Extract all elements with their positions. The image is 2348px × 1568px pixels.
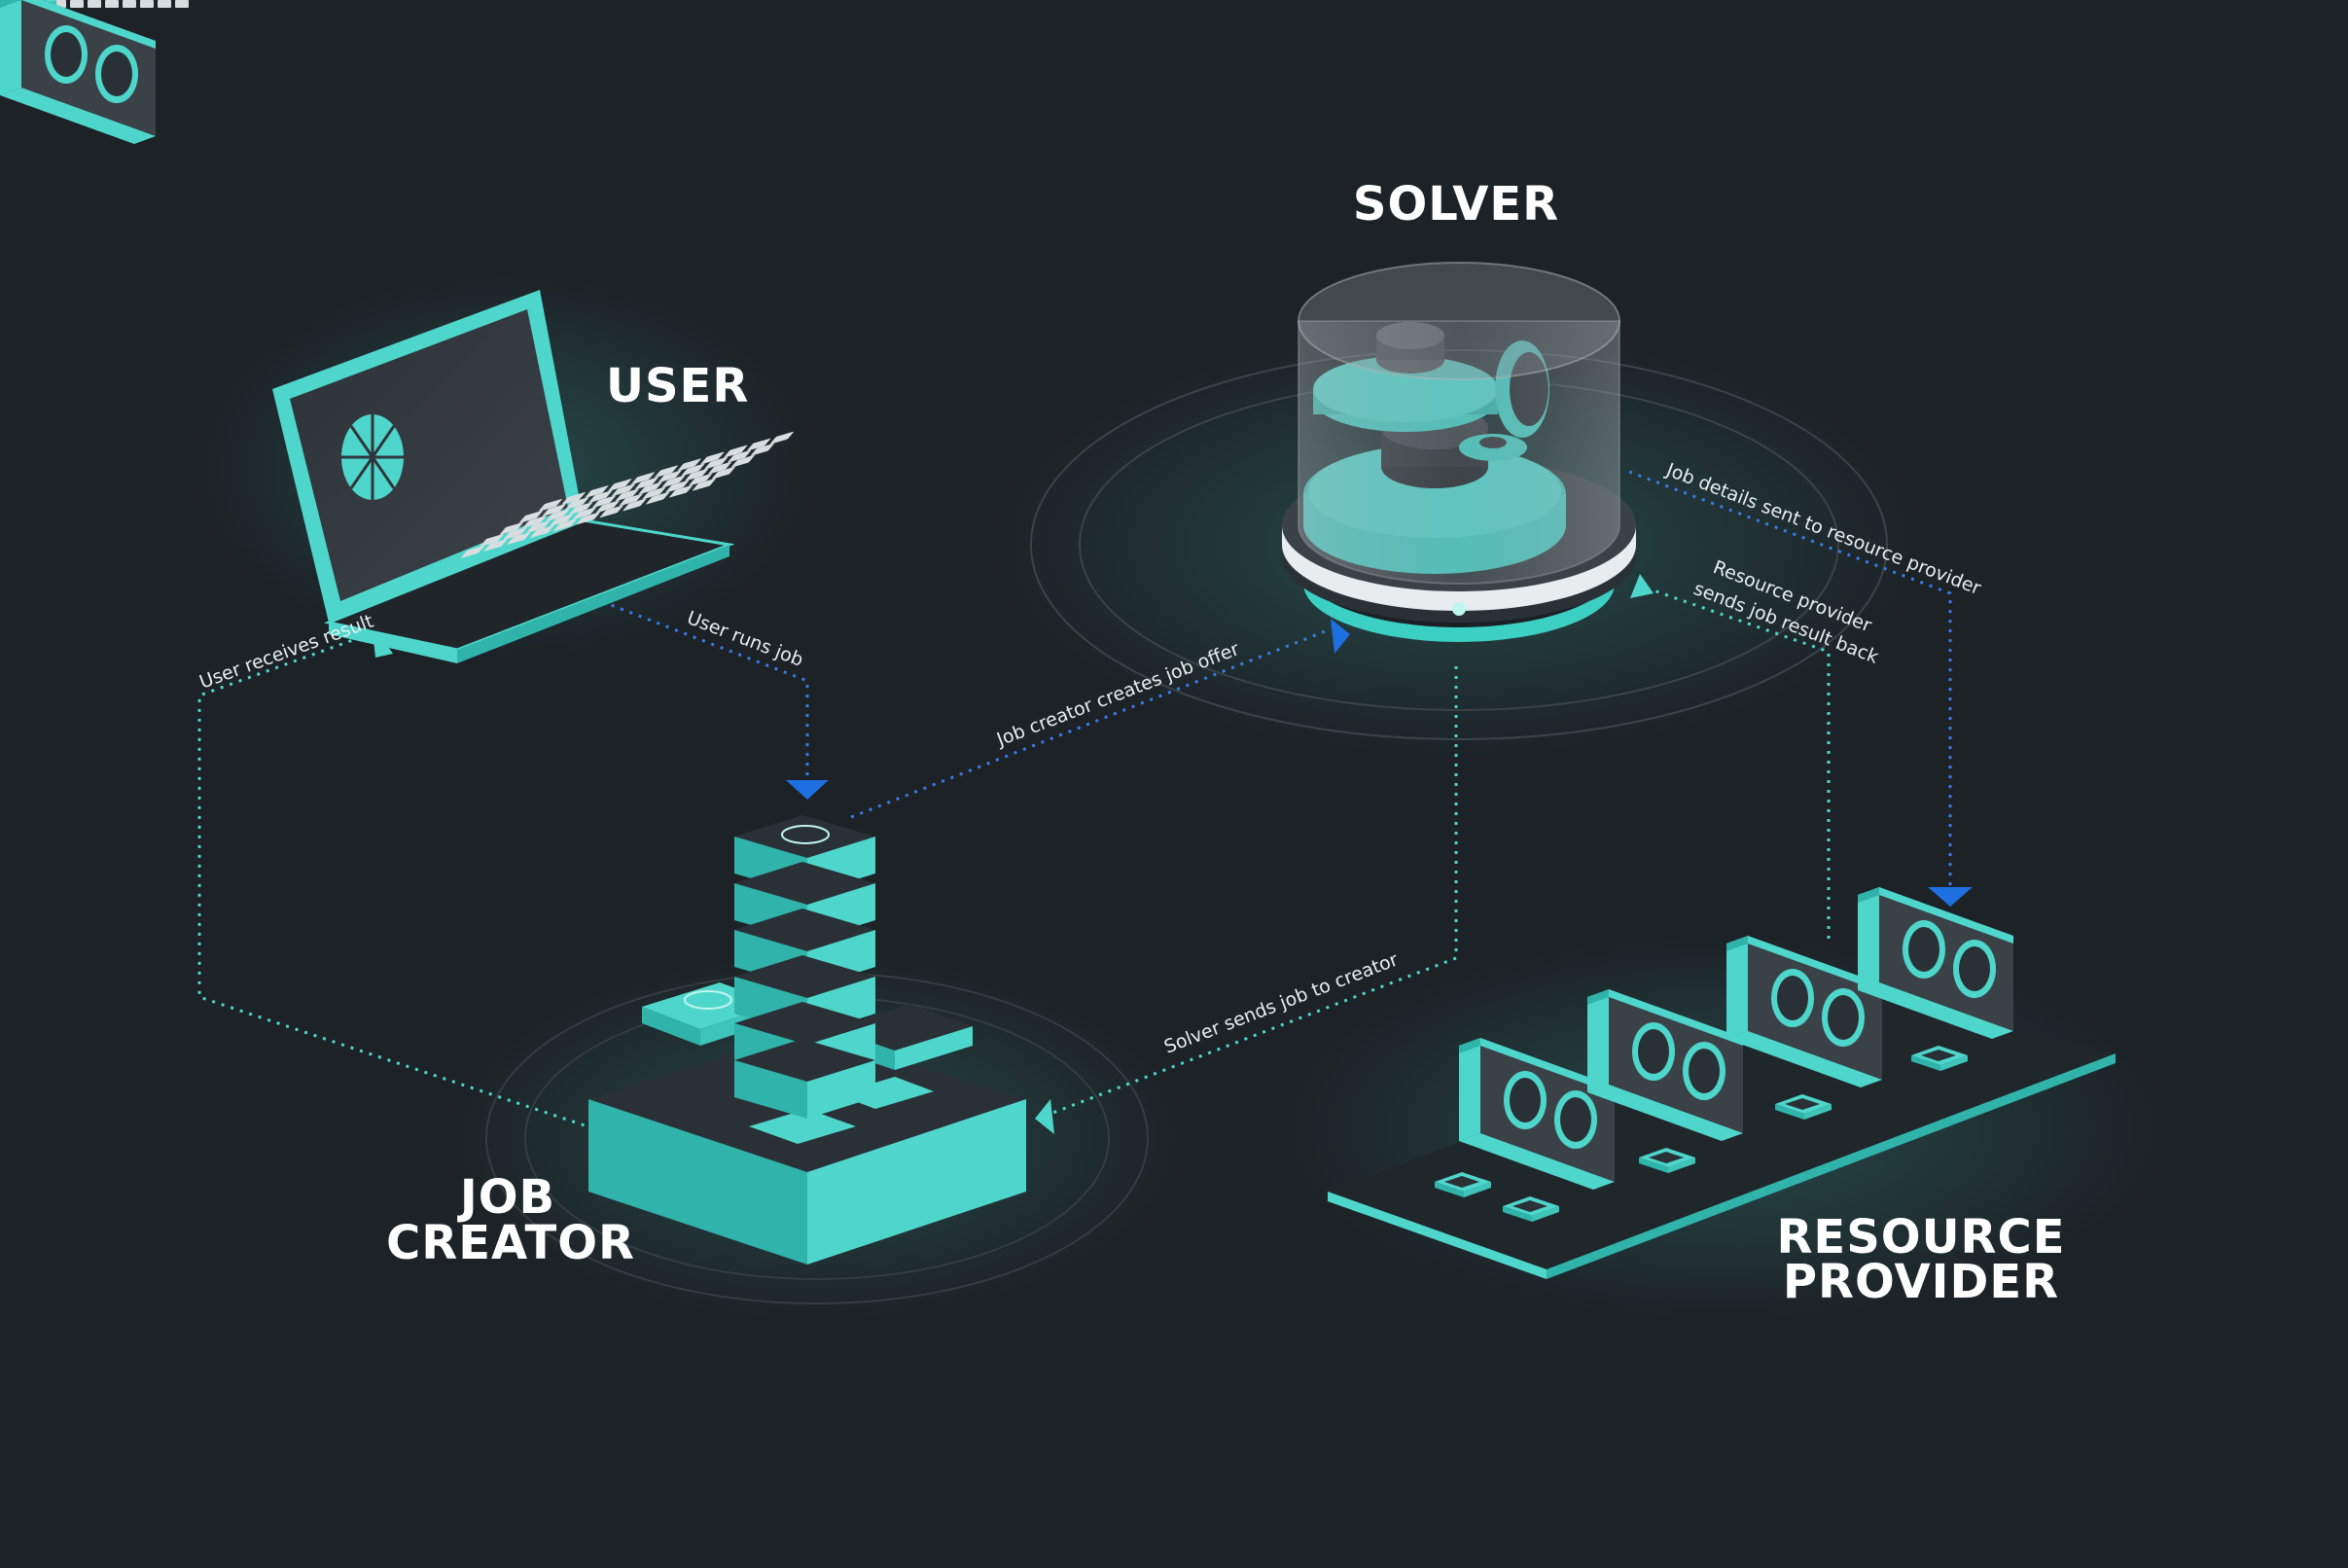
arrowhead-to-provider-blue bbox=[1928, 887, 1973, 907]
solver-indicator-icon bbox=[1452, 602, 1466, 616]
connector-job-details bbox=[1628, 470, 1952, 887]
resource-provider-icon bbox=[0, 0, 2116, 1279]
solver-title: SOLVER bbox=[1353, 177, 1559, 232]
flow-label-user-runs-job: User runs job bbox=[684, 607, 806, 671]
flow-label-user-receives-result: User receives result bbox=[196, 611, 376, 694]
connectors bbox=[197, 470, 1952, 1130]
connector-user-runs-job bbox=[592, 596, 809, 778]
arrowhead-to-jobcreator-blue bbox=[786, 780, 829, 800]
solver-icon bbox=[1282, 262, 1636, 642]
resource-provider-title-line2: PROVIDER bbox=[1783, 1255, 2059, 1309]
arrowhead-to-jobcreator-teal bbox=[1035, 1099, 1054, 1134]
job-creator-icon bbox=[588, 815, 1026, 1265]
connector-user-receives-result bbox=[197, 630, 594, 1130]
arrowhead-to-solver-blue bbox=[1331, 619, 1350, 654]
arrowhead-to-solver-teal bbox=[1630, 574, 1654, 598]
resource-provider-title-line1: RESOURCE bbox=[1776, 1210, 2065, 1265]
gpu-card-icon bbox=[0, 0, 156, 144]
user-title: USER bbox=[606, 359, 749, 413]
laptop-icon bbox=[0, 0, 795, 663]
screen-logo-icon bbox=[341, 414, 404, 500]
job-creator-title-line1: JOB bbox=[457, 1170, 555, 1225]
connector-solver-sends-job bbox=[1049, 666, 1458, 1116]
job-creator-title-line2: CREATOR bbox=[386, 1216, 635, 1270]
